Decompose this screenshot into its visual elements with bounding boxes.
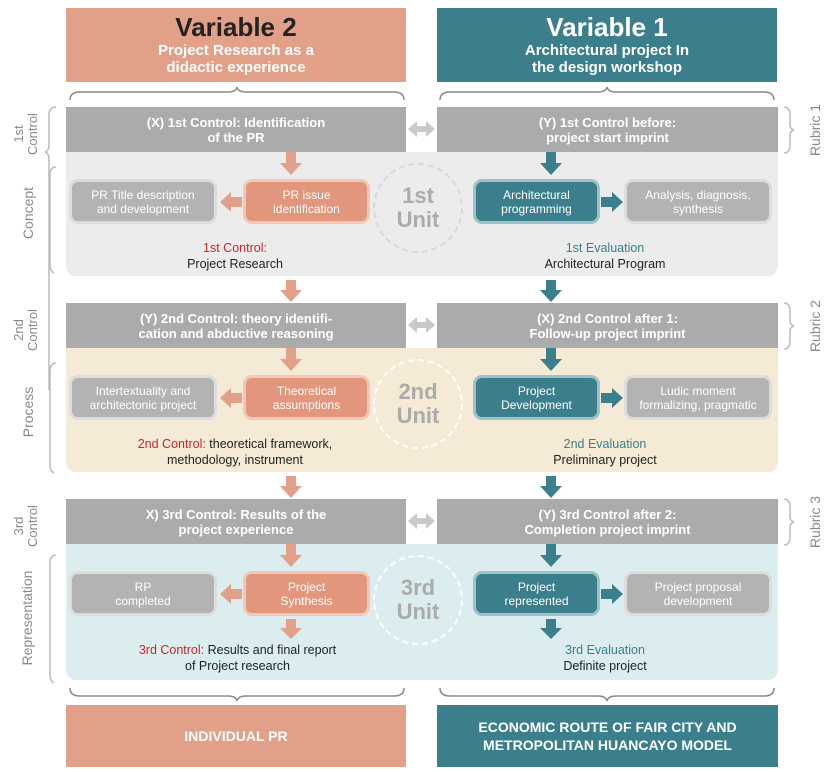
- label-3rd-control: 3rd Control: [11, 505, 40, 547]
- label-rubric-3: Rubric 3: [807, 495, 823, 549]
- unit1-down-arrow-left-icon: [280, 152, 302, 175]
- unit2-down-arrow-left-icon: [280, 348, 302, 371]
- top-brace-right: [439, 86, 775, 101]
- label-concept: Concept: [20, 186, 36, 240]
- individual-pr-box: INDIVIDUAL PR: [66, 705, 406, 767]
- variable2-subtitle-1: Project Research as a: [158, 42, 314, 59]
- economic-route-box: ECONOMIC ROUTE OF FAIR CITY AND METROPOL…: [437, 705, 778, 767]
- unit1-right-band: (Y) 1st Control before: project start im…: [437, 107, 778, 152]
- unit1-left-band-line1: (X) 1st Control: Identification: [146, 114, 326, 130]
- label-representation: Representation: [19, 570, 35, 666]
- variable2-header: Variable 2 Project Research as a didacti…: [66, 8, 406, 82]
- variable2-title: Variable 2: [175, 12, 297, 42]
- unit2-down-arrow-right-icon: [540, 348, 562, 371]
- unit1-left-band: (X) 1st Control: Identification of the P…: [66, 107, 406, 152]
- variable1-header: Variable 1 Architectural project In the …: [437, 8, 777, 82]
- unit3-left-arrow-icon: [220, 584, 242, 604]
- unit3-double-arrow-icon: [408, 513, 435, 529]
- unit1-down-arrow-right-icon: [540, 152, 562, 175]
- unit1-left-arrow-icon: [220, 192, 242, 212]
- label-1st-control: 1st Control: [11, 113, 40, 155]
- variable1-subtitle-2: the design workshop: [531, 59, 682, 76]
- unit3-left-band: X) 3rd Control: Results of the project e…: [66, 499, 406, 544]
- unit2-right-arrow-icon: [601, 388, 623, 408]
- right-braces: [783, 106, 795, 546]
- unit3-evaluation-text: 3rd Evaluation Definite project: [563, 643, 647, 673]
- unit3-control-text: 3rd Control: Results and final report of…: [138, 643, 337, 673]
- unit3-represented-down-arrow-icon: [540, 619, 562, 639]
- variable1-title: Variable 1: [546, 12, 668, 42]
- unit2-right-band: (X) 2nd Control after 1: Follow-up proje…: [437, 303, 778, 348]
- unit2-control-text: 2nd Control: theoretical framework, meth…: [137, 437, 333, 467]
- label-2nd-control: 2nd Control: [11, 309, 40, 351]
- unit1-control-text: 1st Control: Project Research: [187, 241, 283, 271]
- bottom-brace-left: [69, 687, 405, 702]
- unit1-double-arrow-icon: [408, 121, 435, 137]
- unit2-evaluation-text: 2nd Evaluation Preliminary project: [553, 437, 657, 467]
- label-rubric-2: Rubric 2: [807, 299, 823, 353]
- unit1-to-unit2-arrow-left-icon: [280, 280, 302, 302]
- unit1-left-band-line2: of the PR: [207, 129, 265, 145]
- label-rubric-1: Rubric 1: [807, 103, 823, 157]
- unit3-synthesis-down-arrow-icon: [280, 619, 302, 639]
- unit1-to-unit2-arrow-right-icon: [540, 280, 562, 302]
- unit3-right-arrow-icon: [601, 584, 623, 604]
- unit1-right-band-line2: project start imprint: [546, 129, 669, 145]
- label-process: Process: [20, 386, 36, 438]
- unit1-right-arrow-icon: [601, 192, 623, 212]
- unit2-to-unit3-arrow-left-icon: [280, 476, 302, 498]
- unit2-left-arrow-icon: [220, 388, 242, 408]
- variable1-subtitle-1: Architectural project In: [524, 42, 690, 59]
- unit2-double-arrow-icon: [408, 317, 435, 333]
- unit3-down-arrow-left-icon: [280, 544, 302, 567]
- variable2-subtitle-2: didactic experience: [166, 59, 306, 76]
- pill-analysis-diagnosis: Analysis, diagnosis,synthesis: [624, 179, 772, 224]
- unit1-evaluation-text: 1st Evaluation Architectural Program: [544, 241, 666, 271]
- unit3-right-band: (Y) 3rd Control after 2: Completion proj…: [437, 499, 778, 544]
- unit2-left-band: (Y) 2nd Control: theory identifi- cation…: [66, 303, 406, 348]
- top-brace-left: [69, 86, 405, 101]
- unit2-to-unit3-arrow-right-icon: [540, 476, 562, 498]
- unit1-right-band-line1: (Y) 1st Control before:: [538, 114, 677, 130]
- unit3-down-arrow-right-icon: [540, 544, 562, 567]
- left-brace: [44, 106, 57, 684]
- bottom-brace-right: [439, 687, 775, 702]
